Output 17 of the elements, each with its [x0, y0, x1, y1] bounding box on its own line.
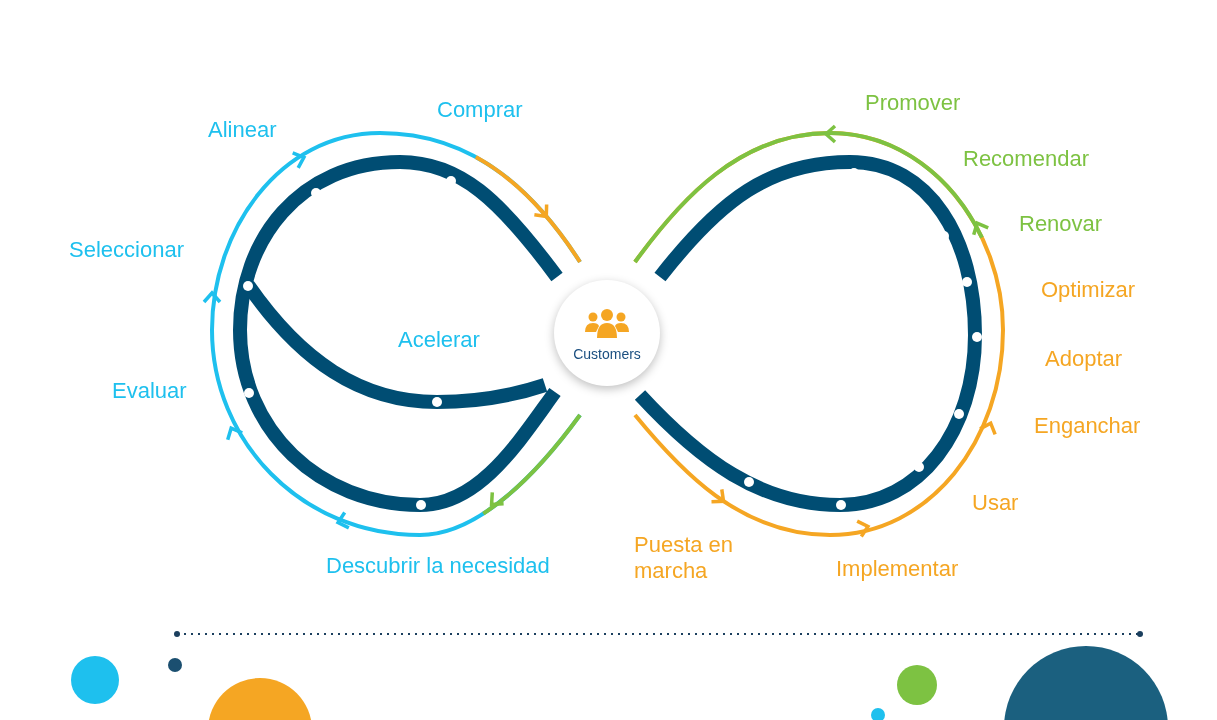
stage-label: Usar: [972, 490, 1019, 516]
stage-label: Evaluar: [112, 378, 187, 404]
customer-label: Customers: [572, 346, 642, 362]
stage-label: Puesta en marcha: [634, 532, 735, 584]
stage-label: Adoptar: [1045, 346, 1123, 372]
stage-label: Recomendar: [963, 146, 1089, 172]
stage-label: Promover: [865, 90, 961, 116]
stage-label: Comprar: [437, 97, 523, 123]
stage-label: Seleccionar: [69, 237, 184, 263]
stage-label: Descubrir la necesidad: [326, 553, 550, 579]
stage-label: Enganchar: [1034, 413, 1141, 439]
center-circle: [554, 280, 660, 386]
stage-label: Renovar: [1019, 211, 1103, 237]
stage-label: Acelerar: [398, 327, 480, 353]
stage-label: Alinear: [208, 117, 277, 143]
stage-label: Optimizar: [1041, 277, 1136, 303]
stage-label: Implementar: [836, 556, 959, 582]
